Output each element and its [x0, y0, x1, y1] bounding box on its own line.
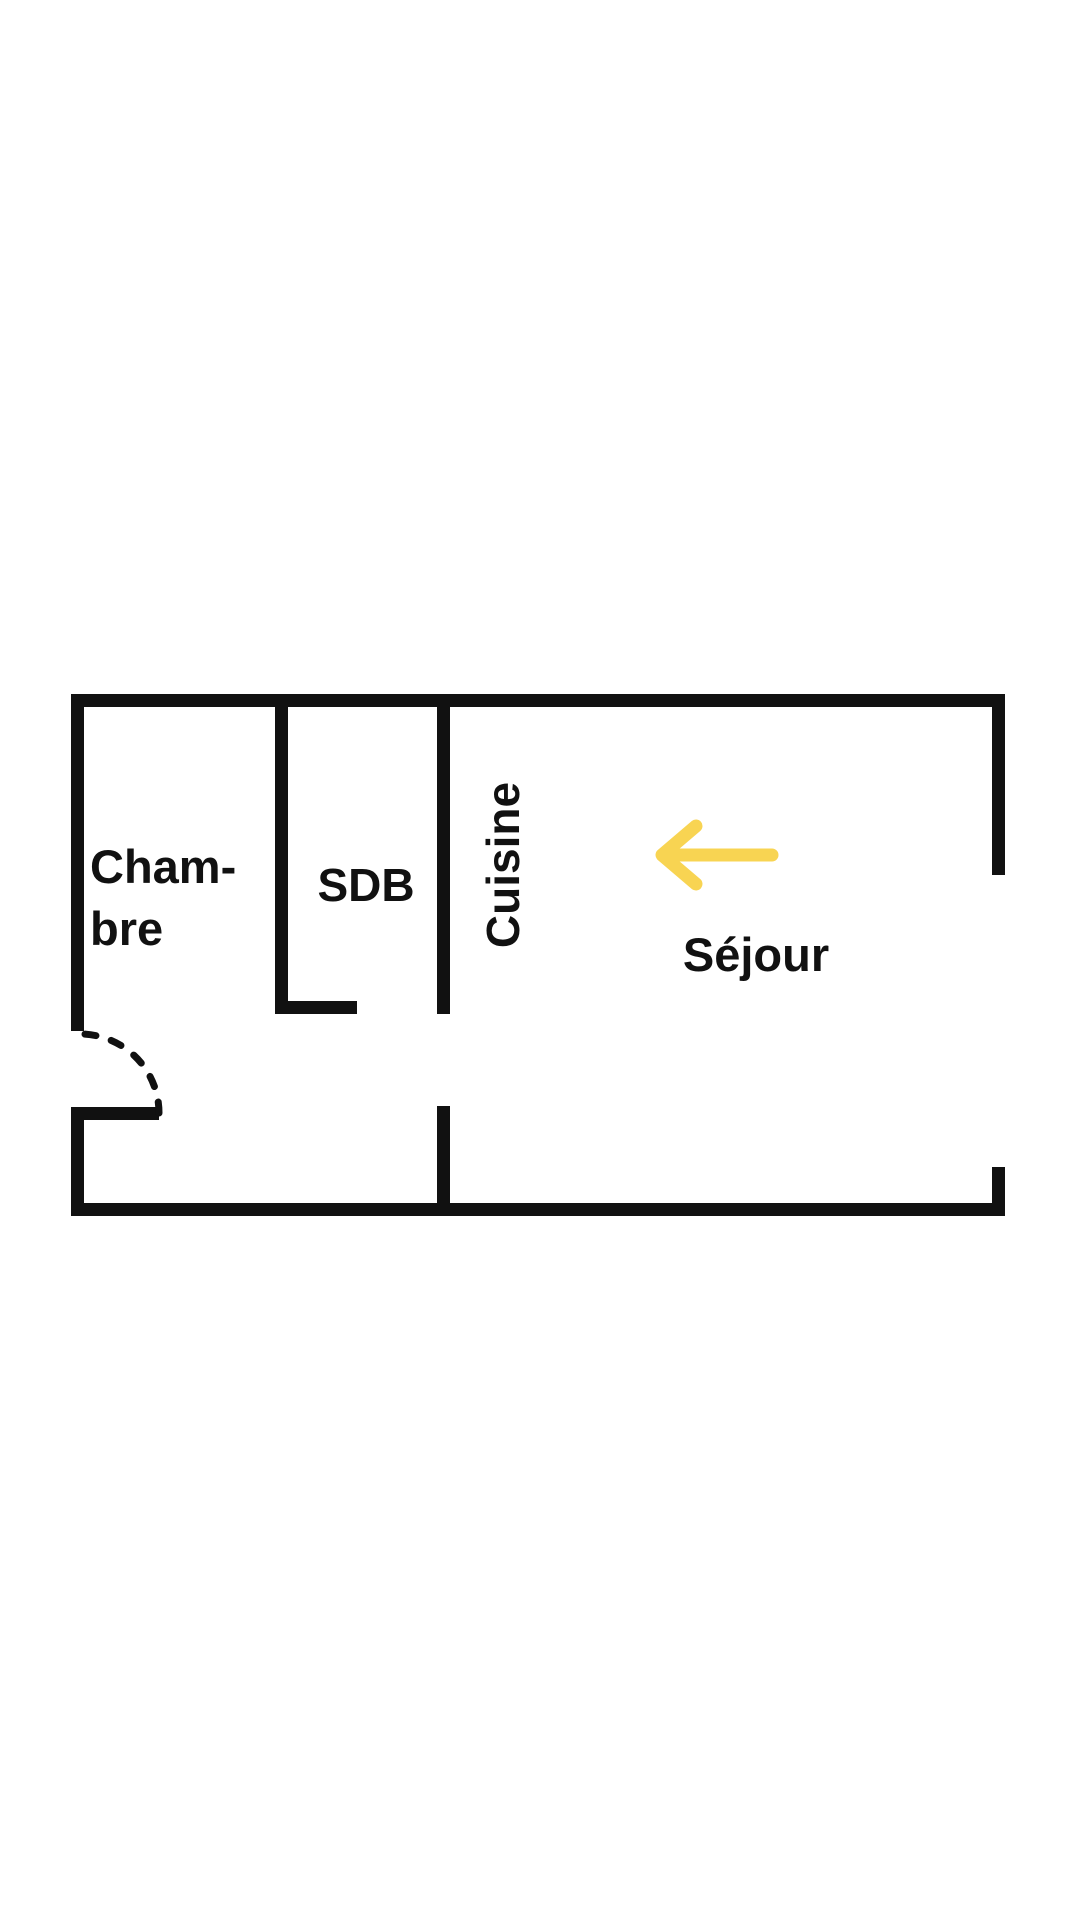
- wall-sdb-bottom: [275, 1001, 357, 1014]
- wall-hallway: [437, 1106, 450, 1216]
- room-label-cuisine: Cuisine: [477, 781, 529, 949]
- room-label-chambre: Cham- bre: [90, 836, 236, 960]
- outer-wall-right-lower: [992, 1167, 1005, 1216]
- room-label-chambre-line1: Cham-: [90, 840, 237, 893]
- room-label-sdb: SDB: [317, 859, 415, 911]
- wall-sdb-cuisine: [437, 694, 450, 1014]
- entrance-door-swing-arc: [76, 1030, 163, 1117]
- outer-wall-top: [71, 694, 1005, 707]
- outer-wall-right-upper: [992, 694, 1005, 875]
- entrance-door-leaf: [71, 1107, 159, 1120]
- outer-wall-bottom: [71, 1203, 1005, 1216]
- room-label-chambre-line2: bre: [90, 902, 164, 955]
- outer-wall-left-upper: [71, 694, 84, 1031]
- room-label-sejour: Séjour: [682, 928, 830, 981]
- wall-chambre-sdb: [275, 694, 288, 1014]
- left-arrow-icon: [655, 819, 779, 891]
- outer-wall-left-lower: [71, 1107, 84, 1216]
